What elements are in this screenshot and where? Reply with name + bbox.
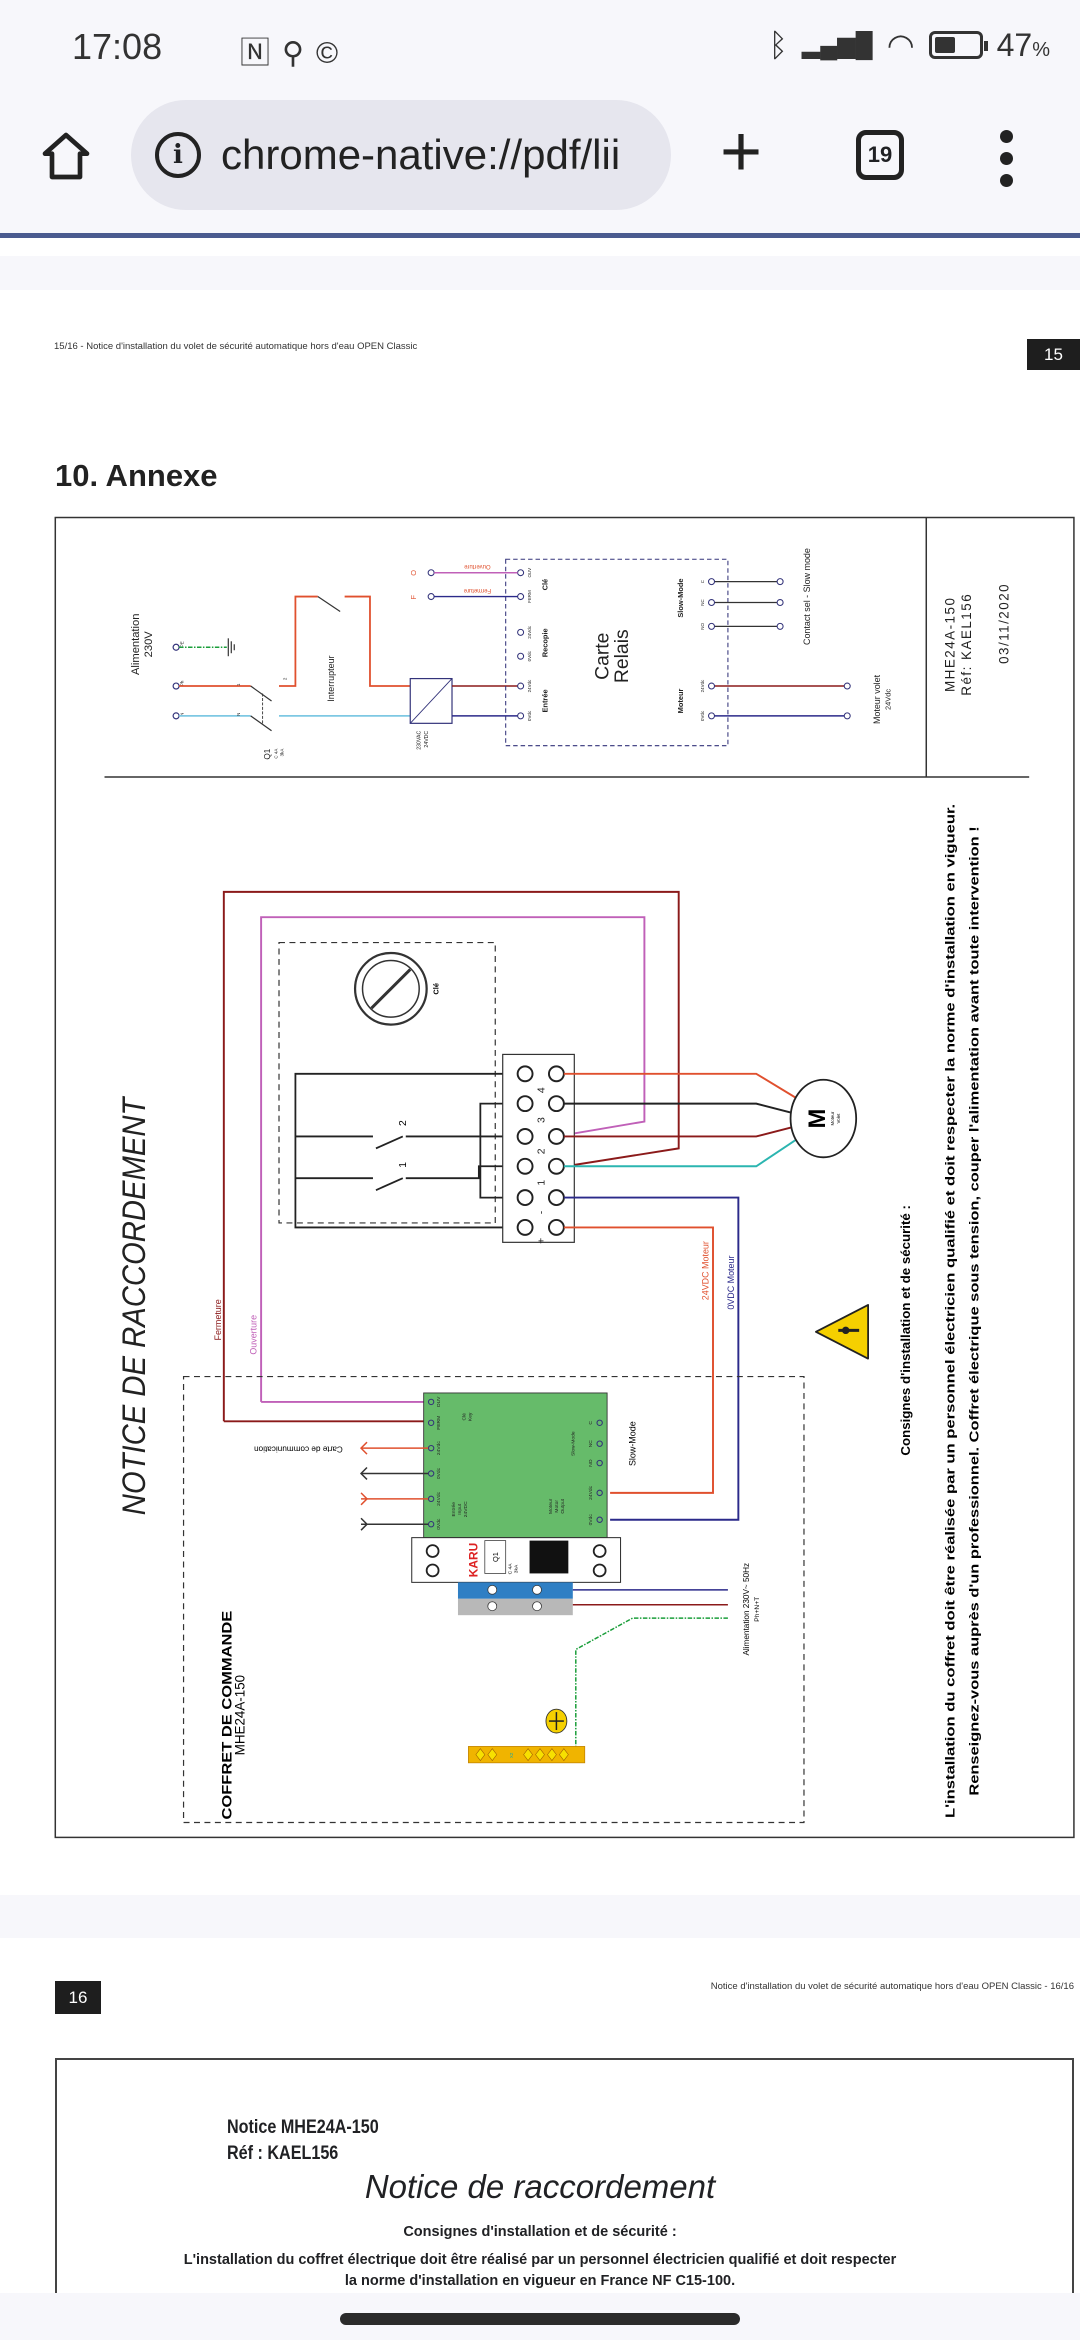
section-title: 10. Annexe [55,458,218,493]
location-icon: ⚲ [282,37,316,70]
notification-icons: 🄽⚲© [240,28,350,72]
page-number-badge: 15 [1027,339,1080,370]
pdf-page-15 [0,290,1080,1895]
safety-text-line: L'installation du coffret électrique doi… [183,2252,897,2268]
safety-text-line: la norme d'installation en vigueur en Fr… [344,2273,736,2289]
previous-page-edge [0,238,1080,256]
notice-model: Notice MHE24A-150 [227,2117,379,2138]
more-vert-icon[interactable] [1000,130,1016,196]
page-header: 15/16 - Notice d'installation du volet d… [54,341,418,352]
home-icon[interactable] [38,128,94,184]
pdf-page-16 [0,1938,1080,2293]
signal-icon: ▂▄▆█ [801,31,873,59]
page-header: Notice d'installation du volet de sécuri… [710,1981,1074,1992]
battery-icon [928,31,988,59]
browser-toolbar: i chrome-native://pdf/lii + 19 [0,90,1080,233]
bluetooth-icon: ᛒ [768,26,788,63]
system-icons: ᛒ ▂▄▆█ ◠ 47% [769,26,1050,64]
nfc-icon: 🄽 [240,37,282,70]
address-bar[interactable]: i chrome-native://pdf/lii [131,100,671,210]
notice-frame [55,2058,1074,2318]
new-tab-button[interactable]: + [720,112,763,192]
wifi-icon: ◠ [886,27,915,63]
status-bar: 17:08 🄽⚲© ᛒ ▂▄▆█ ◠ 47% [0,0,1080,90]
notice-title: Notice de raccordement [364,2168,716,2205]
safety-heading: Consignes d'installation et de sécurité … [403,2224,677,2240]
home-gesture-handle[interactable] [340,2313,740,2325]
url-text[interactable]: chrome-native://pdf/lii [221,131,621,178]
load-progress-bar [0,233,1080,238]
gesture-nav-bar [0,2293,1080,2340]
app-c-icon: © [315,37,351,70]
battery-level: 47% [996,26,1050,63]
notice-ref: Réf : KAEL156 [227,2143,339,2164]
clock: 17:08 [72,26,163,67]
tab-switcher-button[interactable]: 19 [856,130,904,180]
info-icon[interactable]: i [155,132,201,178]
page-number-badge: 16 [55,1981,101,2014]
